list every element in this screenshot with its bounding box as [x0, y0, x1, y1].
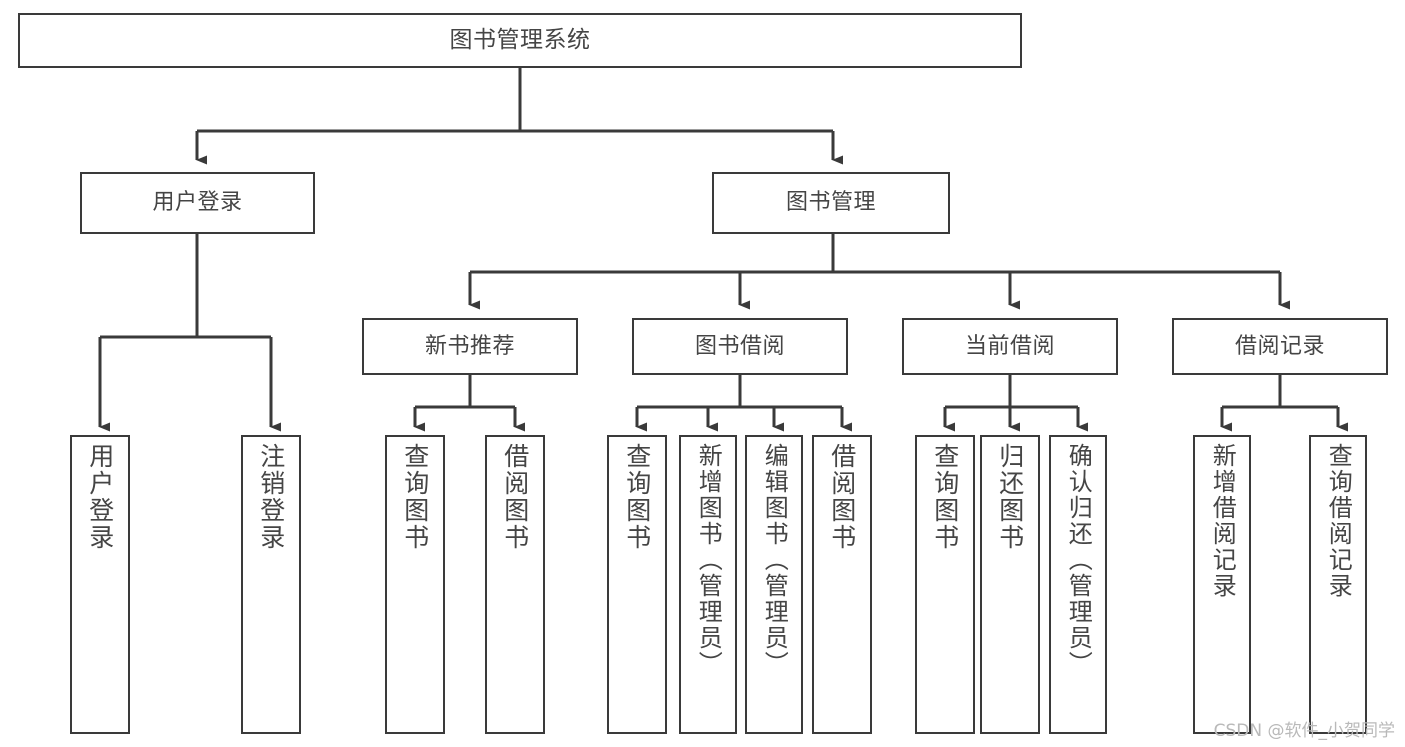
node-label: 图书管理: [785, 190, 876, 216]
node-new-book-recommend[interactable]: 新书推荐: [362, 318, 578, 375]
leaf-borrow-record-query-record[interactable]: 查询借阅记录: [1309, 435, 1367, 734]
leaf-book-borrow-query-books[interactable]: 查询图书: [607, 435, 667, 734]
node-label: 确认归还（管理员）: [1064, 443, 1093, 677]
node-label: 借阅图书: [500, 443, 530, 551]
node-book-management[interactable]: 图书管理: [712, 172, 950, 234]
node-label: 注销登录: [256, 443, 286, 551]
node-label: 新增图书（管理员）: [694, 443, 723, 677]
leaf-user-login-logout[interactable]: 注销登录: [241, 435, 301, 734]
csdn-watermark: CSDN @软件_小贺同学: [1213, 721, 1395, 741]
leaf-user-login-login[interactable]: 用户登录: [70, 435, 130, 734]
node-book-borrow[interactable]: 图书借阅: [632, 318, 848, 375]
node-label: 查询图书: [400, 443, 430, 551]
node-label: 用户登录: [85, 443, 115, 551]
node-borrow-record[interactable]: 借阅记录: [1172, 318, 1388, 375]
node-label: 编辑图书（管理员）: [760, 443, 789, 677]
leaf-new-book-borrow-books[interactable]: 借阅图书: [485, 435, 545, 734]
node-label: 借阅记录: [1234, 333, 1325, 359]
leaf-book-borrow-edit-book-admin[interactable]: 编辑图书（管理员）: [745, 435, 803, 734]
node-label: 查询图书: [930, 443, 960, 551]
node-label: 查询图书: [622, 443, 652, 551]
leaf-book-borrow-borrow-books[interactable]: 借阅图书: [812, 435, 872, 734]
node-current-borrow[interactable]: 当前借阅: [902, 318, 1118, 375]
leaf-borrow-record-add-record[interactable]: 新增借阅记录: [1193, 435, 1251, 734]
node-user-login[interactable]: 用户登录: [80, 172, 315, 234]
node-label: 图书借阅: [694, 333, 785, 359]
node-label: 借阅图书: [827, 443, 857, 551]
node-label: 查询借阅记录: [1324, 443, 1353, 599]
leaf-new-book-query-books[interactable]: 查询图书: [385, 435, 445, 734]
leaf-current-borrow-return-books[interactable]: 归还图书: [980, 435, 1040, 734]
leaf-current-borrow-query-books[interactable]: 查询图书: [915, 435, 975, 734]
node-label: 归还图书: [995, 443, 1025, 551]
node-label: 当前借阅: [964, 333, 1055, 359]
node-root-system[interactable]: 图书管理系统: [18, 13, 1022, 68]
node-label: 图书管理系统: [449, 27, 591, 54]
leaf-current-borrow-confirm-return-admin[interactable]: 确认归还（管理员）: [1049, 435, 1107, 734]
leaf-book-borrow-add-book-admin[interactable]: 新增图书（管理员）: [679, 435, 737, 734]
node-label: 新书推荐: [424, 333, 515, 359]
node-label: 用户登录: [152, 190, 243, 216]
node-label: 新增借阅记录: [1208, 443, 1237, 599]
